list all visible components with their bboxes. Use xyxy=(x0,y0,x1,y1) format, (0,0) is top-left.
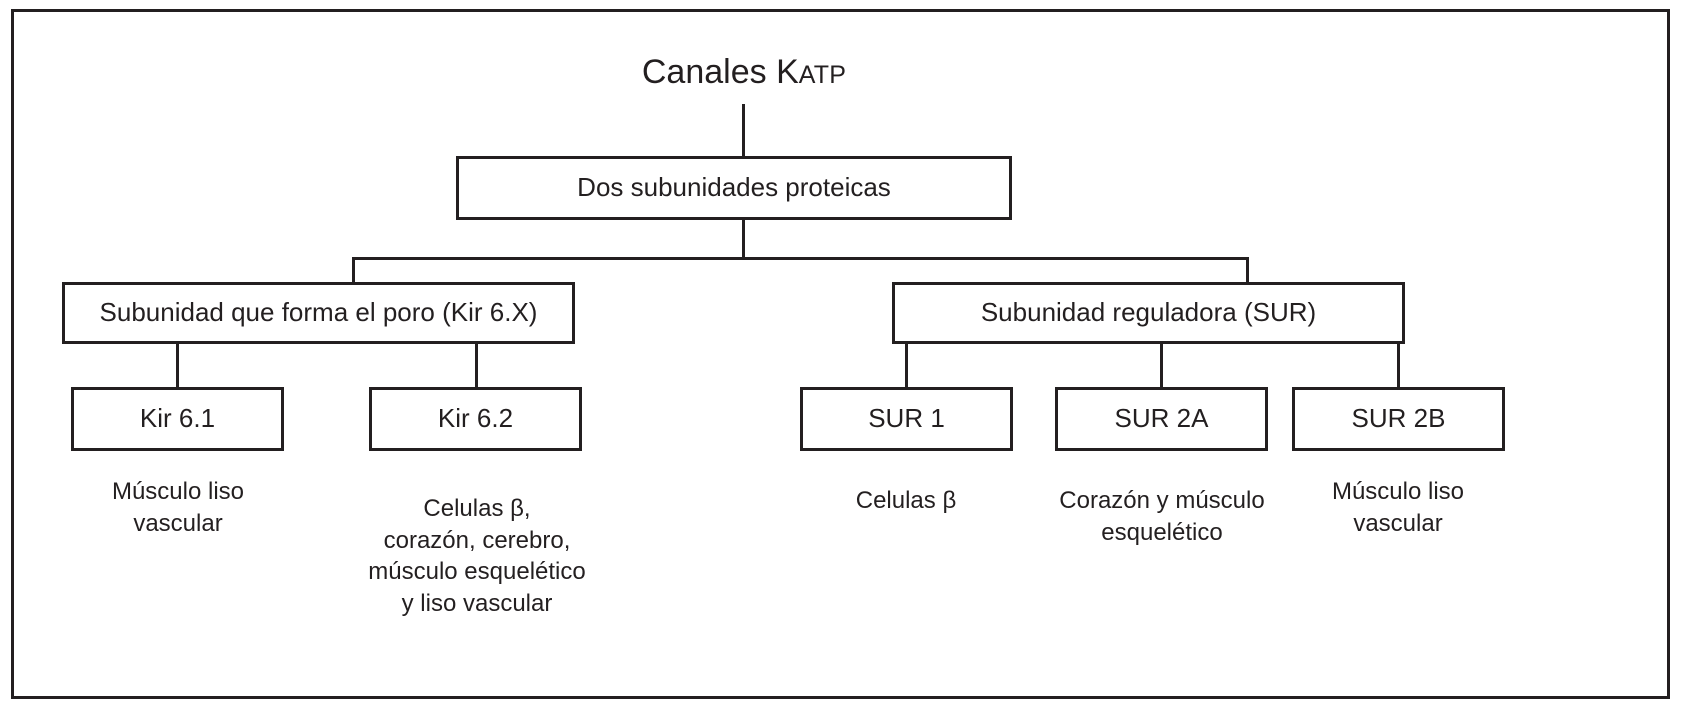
node-label: SUR 2A xyxy=(1114,403,1209,434)
caption-line: Músculo liso xyxy=(111,478,245,505)
page-title-subscript: ATP xyxy=(798,61,847,89)
node-label: Kir 6.2 xyxy=(437,403,514,434)
connector-kir62-stem xyxy=(475,344,478,387)
node-label: SUR 2B xyxy=(1351,403,1446,434)
connector-sur2b-stem xyxy=(1397,344,1400,387)
connector-title-to-root xyxy=(742,104,745,166)
connector-bus-level2-right-drop xyxy=(1246,257,1249,284)
caption-kir-6-2: Celulas β, corazón, cerebro, músculo esq… xyxy=(355,493,599,620)
connector-kir61-stem xyxy=(176,344,179,387)
connector-bus-level2 xyxy=(352,257,1249,260)
node-label: Dos subunidades proteicas xyxy=(577,172,891,203)
caption-line: Músculo liso xyxy=(1331,478,1465,505)
page-title-main: Canales K xyxy=(641,53,799,91)
node-label: SUR 1 xyxy=(868,403,945,434)
node-dos-subunidades-proteicas[interactable]: Dos subunidades proteicas xyxy=(456,156,1012,220)
node-sur-2b[interactable]: SUR 2B xyxy=(1292,387,1505,451)
connector-sur1-stem xyxy=(905,344,908,387)
page-title: Canales KATP xyxy=(574,53,914,92)
connector-root-stem xyxy=(742,220,745,259)
caption-line: esquelético xyxy=(1101,518,1223,546)
node-label: Subunidad que forma el poro (Kir 6.X) xyxy=(99,297,538,328)
caption-kir-6-1: Músculo liso vascular xyxy=(56,476,300,539)
node-sur-2a[interactable]: SUR 2A xyxy=(1055,387,1268,451)
caption-line: corazón, cerebro, xyxy=(383,526,571,554)
node-kir-6-1[interactable]: Kir 6.1 xyxy=(71,387,284,451)
caption-line: músculo esquelético xyxy=(368,558,586,586)
node-label: Kir 6.1 xyxy=(139,403,216,434)
diagram-outer-frame: Canales KATP Dos subunidades proteicas S… xyxy=(11,9,1670,699)
node-subunidad-poro[interactable]: Subunidad que forma el poro (Kir 6.X) xyxy=(62,282,575,344)
node-label: Subunidad reguladora (SUR) xyxy=(980,297,1317,328)
connector-sur2a-stem xyxy=(1160,344,1163,387)
caption-line: Celulas β xyxy=(855,487,957,514)
caption-sur-1: Celulas β xyxy=(784,485,1028,517)
caption-line: Celulas β, xyxy=(423,495,531,522)
caption-sur-2a: Corazón y músculo esquelético xyxy=(1038,485,1286,548)
caption-line: Corazón y músculo xyxy=(1059,487,1265,514)
node-kir-6-2[interactable]: Kir 6.2 xyxy=(369,387,582,451)
caption-line: vascular xyxy=(1353,509,1443,537)
node-subunidad-reguladora[interactable]: Subunidad reguladora (SUR) xyxy=(892,282,1405,344)
caption-line: y liso vascular xyxy=(401,590,553,618)
connector-bus-level2-left-drop xyxy=(352,257,355,284)
caption-sur-2b: Músculo liso vascular xyxy=(1276,476,1520,539)
caption-line: vascular xyxy=(133,509,223,537)
node-sur-1[interactable]: SUR 1 xyxy=(800,387,1013,451)
